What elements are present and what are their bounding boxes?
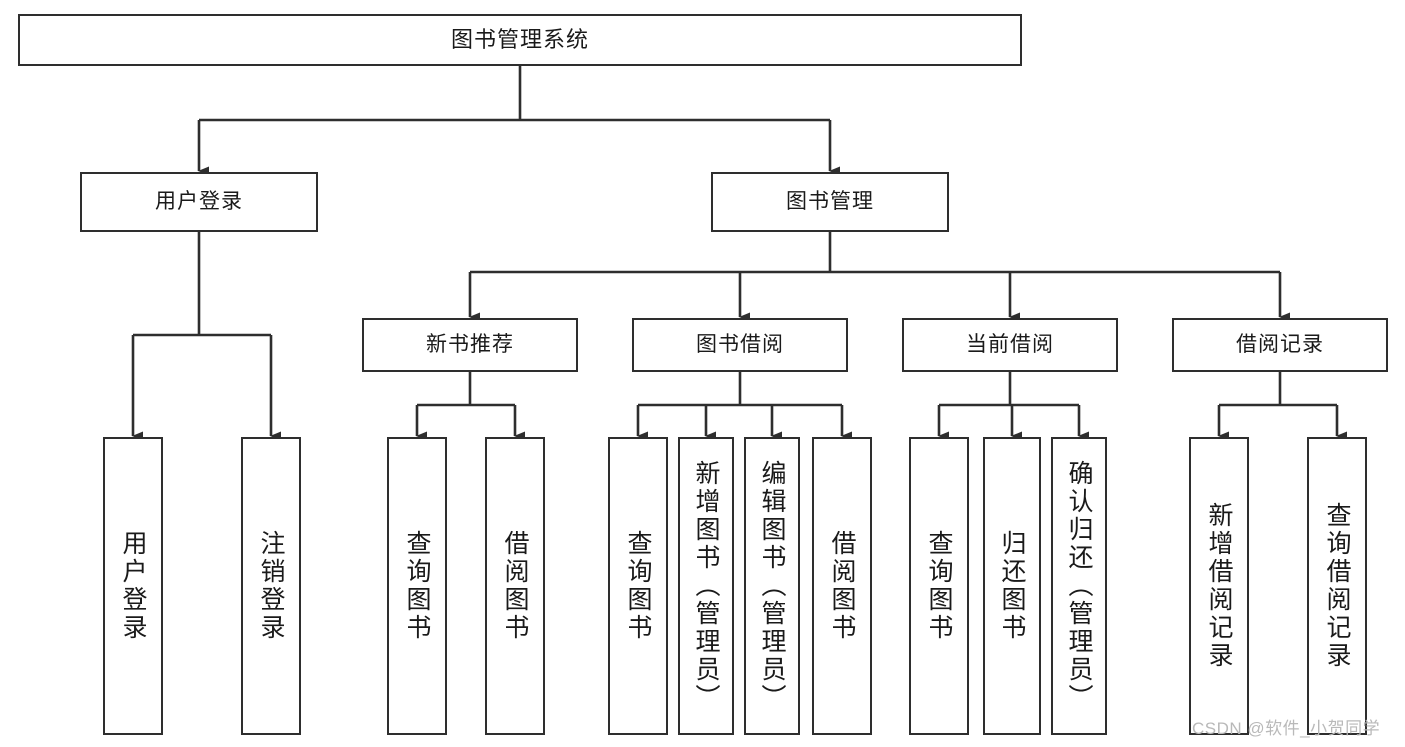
node-label: 新增图书（管理员） bbox=[692, 460, 720, 712]
node-leaf-confirm-return[interactable]: 确认归还（管理员） bbox=[1051, 437, 1107, 735]
node-label: 用户登录 bbox=[119, 530, 147, 642]
node-label: 图书管理系统 bbox=[450, 26, 589, 52]
node-label: 借阅图书 bbox=[501, 530, 529, 642]
node-leaf-user-logout[interactable]: 注销登录 bbox=[241, 437, 301, 735]
node-current-borrow[interactable]: 当前借阅 bbox=[902, 318, 1118, 372]
node-leaf-query-record[interactable]: 查询借阅记录 bbox=[1307, 437, 1367, 735]
node-user-login[interactable]: 用户登录 bbox=[80, 172, 318, 232]
node-label: 借阅记录 bbox=[1236, 333, 1324, 357]
node-leaf-borrow-book-2[interactable]: 借阅图书 bbox=[812, 437, 872, 735]
node-leaf-user-login[interactable]: 用户登录 bbox=[103, 437, 163, 735]
node-label: 新增借阅记录 bbox=[1205, 502, 1233, 670]
node-label: 借阅图书 bbox=[828, 530, 856, 642]
node-leaf-borrow-book-1[interactable]: 借阅图书 bbox=[485, 437, 545, 735]
node-label: 编辑图书（管理员） bbox=[758, 460, 786, 712]
node-leaf-edit-book[interactable]: 编辑图书（管理员） bbox=[744, 437, 800, 735]
node-label: 当前借阅 bbox=[966, 333, 1054, 357]
node-leaf-add-book[interactable]: 新增图书（管理员） bbox=[678, 437, 734, 735]
node-label: 查询图书 bbox=[624, 530, 652, 642]
node-label: 确认归还（管理员） bbox=[1065, 460, 1093, 712]
node-label: 注销登录 bbox=[257, 530, 285, 642]
node-label: 新书推荐 bbox=[426, 333, 514, 357]
node-label: 用户登录 bbox=[155, 190, 243, 214]
node-book-manage[interactable]: 图书管理 bbox=[711, 172, 949, 232]
node-label: 查询图书 bbox=[925, 530, 953, 642]
watermark: CSDN @软件_小贺同学 bbox=[1192, 719, 1381, 738]
node-leaf-query-book-2[interactable]: 查询图书 bbox=[608, 437, 668, 735]
node-borrow-record[interactable]: 借阅记录 bbox=[1172, 318, 1388, 372]
node-leaf-query-book-1[interactable]: 查询图书 bbox=[387, 437, 447, 735]
node-leaf-query-book-3[interactable]: 查询图书 bbox=[909, 437, 969, 735]
node-label: 查询图书 bbox=[403, 530, 431, 642]
node-label: 归还图书 bbox=[998, 530, 1026, 642]
node-leaf-add-record[interactable]: 新增借阅记录 bbox=[1189, 437, 1249, 735]
node-new-book-rec[interactable]: 新书推荐 bbox=[362, 318, 578, 372]
node-book-borrow[interactable]: 图书借阅 bbox=[632, 318, 848, 372]
node-label: 查询借阅记录 bbox=[1323, 502, 1351, 670]
node-label: 图书借阅 bbox=[696, 333, 784, 357]
node-root[interactable]: 图书管理系统 bbox=[18, 14, 1022, 66]
node-label: 图书管理 bbox=[786, 190, 874, 214]
node-leaf-return-book[interactable]: 归还图书 bbox=[983, 437, 1041, 735]
